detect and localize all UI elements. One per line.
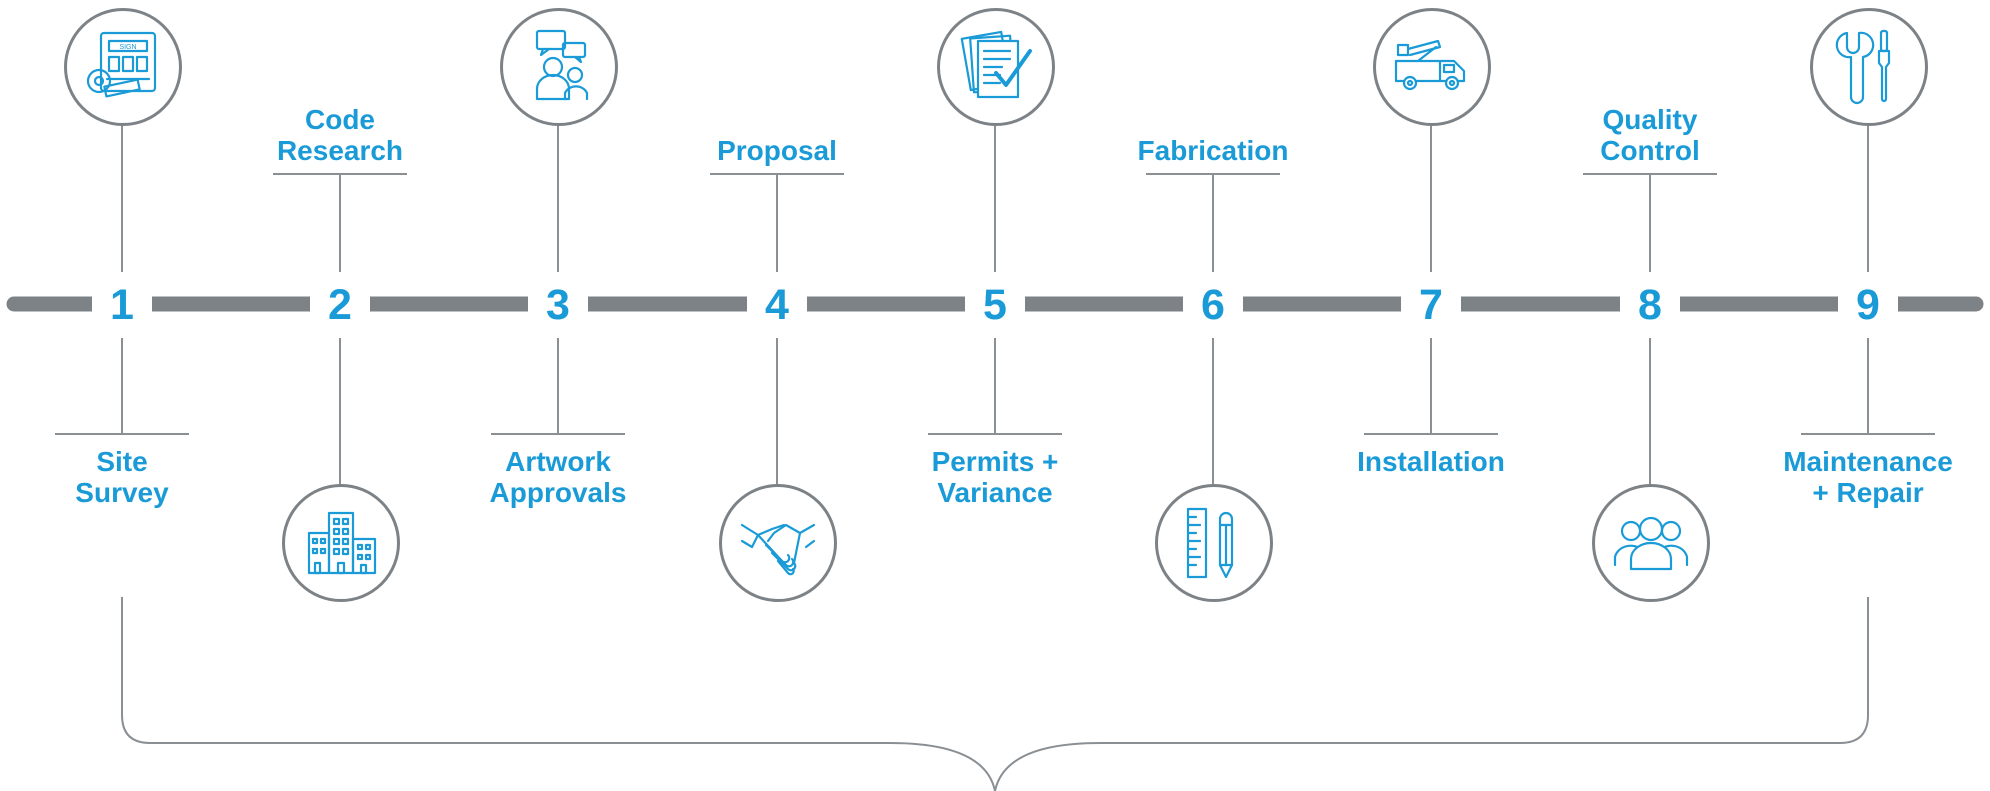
step-number: 3 — [528, 277, 588, 333]
step-number: 2 — [310, 277, 370, 333]
step-icon-circle — [282, 484, 400, 602]
buildings-icon — [307, 511, 377, 575]
step-number: 6 — [1183, 277, 1243, 333]
document-check-icon — [960, 30, 1032, 99]
step-label: Fabrication — [1137, 135, 1289, 166]
grouping-brace — [121, 597, 1869, 791]
step-icon-circle — [719, 484, 837, 602]
step-number: 7 — [1401, 277, 1461, 333]
svg-text:SIGN: SIGN — [119, 44, 136, 51]
step-icon-circle — [500, 8, 618, 126]
team-icon — [1613, 516, 1689, 571]
step-number: 5 — [965, 277, 1025, 333]
discussion-icon — [535, 29, 589, 101]
step-label: Code Research — [276, 104, 404, 166]
ruler-pencil-icon — [1186, 507, 1234, 579]
step-icon-circle — [1155, 484, 1273, 602]
step-icon-circle: SIGN — [64, 8, 182, 126]
step-label: Maintenance + Repair — [1783, 446, 1953, 508]
step-icon-circle — [1592, 484, 1710, 602]
bucket-truck-icon — [1394, 39, 1466, 91]
step-number: 4 — [747, 277, 807, 333]
handshake-icon — [740, 523, 816, 576]
step-label: Proposal — [717, 135, 837, 166]
step-number: 1 — [92, 277, 152, 333]
wrench-screwdriver-icon — [1835, 29, 1891, 105]
step-label: Quality Control — [1600, 104, 1700, 166]
step-label: Site Survey — [75, 446, 169, 508]
step-label: Artwork Approvals — [489, 446, 627, 508]
step-icon-circle — [937, 8, 1055, 126]
step-icon-circle — [1373, 8, 1491, 126]
site-plan-icon: SIGN — [86, 31, 157, 98]
step-label: Permits + Variance — [931, 446, 1059, 508]
step-number: 8 — [1620, 277, 1680, 333]
step-label: Installation — [1357, 446, 1505, 477]
step-number: 9 — [1838, 277, 1898, 333]
step-icon-circle — [1810, 8, 1928, 126]
